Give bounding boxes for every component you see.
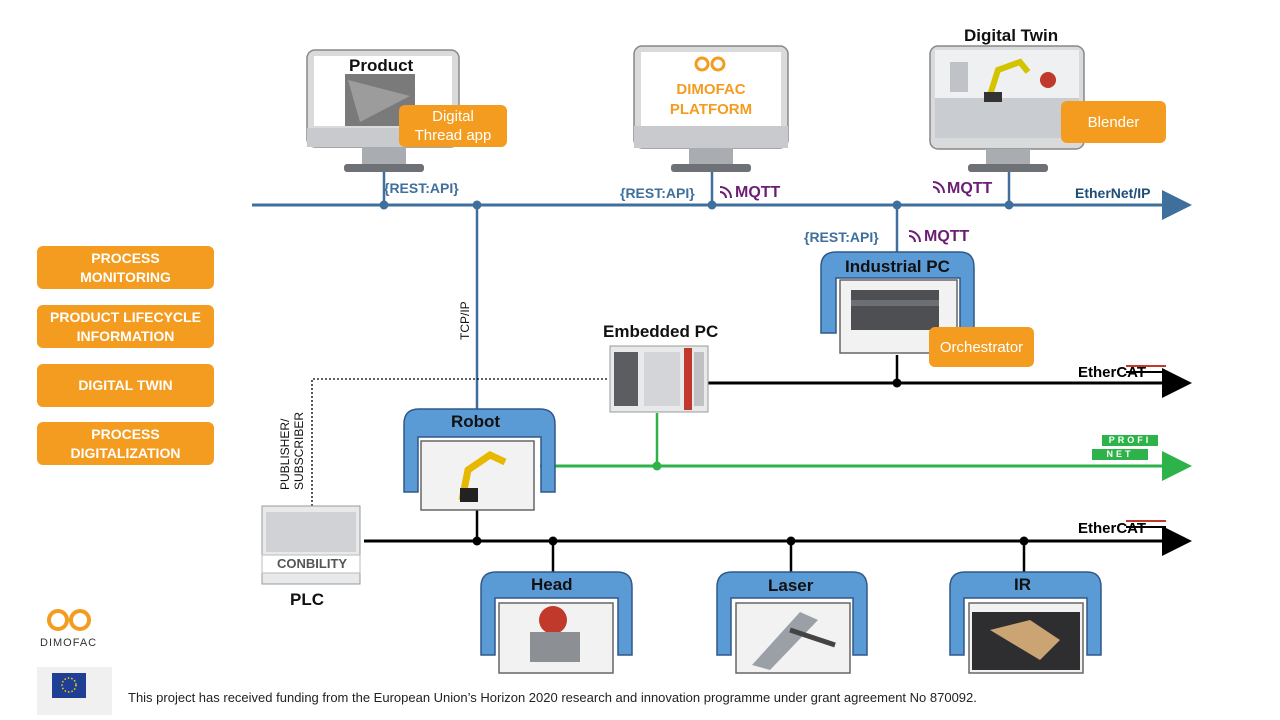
bus-node	[379, 200, 389, 210]
conbility-brand: CONBILITY	[277, 556, 348, 571]
rest-api-label: {REST:API}	[384, 180, 459, 196]
profinet-logo: PROFI NET	[1092, 435, 1158, 460]
product-title: Product	[349, 56, 414, 75]
digital-thread-app-tag[interactable]: Digital Thread app	[399, 105, 507, 147]
profinet-top: PROFI	[1102, 435, 1158, 446]
pubsub-line-1: PUBLISHER/	[278, 418, 292, 490]
process-digitalization-button[interactable]: PROCESS DIGITALIZATION	[37, 422, 214, 465]
tcp-ip-label: TCP/IP	[458, 301, 472, 340]
platform-line-2: PLATFORM	[669, 101, 753, 118]
bus-node	[1004, 200, 1014, 210]
blender-tag[interactable]: Blender	[1061, 101, 1166, 143]
plc-title: PLC	[290, 590, 324, 609]
eu-flag-icon	[37, 667, 112, 715]
mqtt-icon	[719, 186, 732, 199]
industrial-pc-title: Industrial PC	[845, 257, 950, 276]
embedded-pc-title: Embedded PC	[603, 322, 719, 341]
plc-device	[261, 505, 361, 585]
dimofac-platform-logo-icon	[694, 56, 726, 72]
bus-node	[892, 200, 902, 210]
bus-node	[652, 461, 662, 471]
publisher-subscriber-label: PUBLISHER/ SUBSCRIBER	[278, 412, 306, 490]
bus-node	[472, 536, 482, 546]
platform-line-1: DIMOFAC	[676, 81, 746, 98]
process-monitoring-button[interactable]: PROCESS MONITORING	[37, 246, 214, 289]
bus-node	[1019, 536, 1029, 546]
mqtt-label: MQTT	[735, 184, 781, 201]
product-lifecycle-information-button[interactable]: PRODUCT LIFECYCLE INFORMATION	[37, 305, 214, 348]
platform-monitor	[633, 45, 789, 172]
profinet-bottom: NET	[1092, 449, 1148, 460]
mqtt-label: MQTT	[924, 228, 970, 245]
bus-node	[892, 378, 902, 388]
digital-twin-title: Digital Twin	[964, 26, 1059, 45]
dimofac-platform-label: DIMOFAC PLATFORM	[641, 80, 781, 120]
mqtt-label: MQTT	[947, 180, 993, 197]
rest-api-label: {REST:API}	[804, 229, 879, 245]
bus-node	[707, 200, 717, 210]
digital-twin-monitor	[929, 45, 1085, 172]
dimofac-logo-icon	[47, 609, 91, 631]
mqtt-icon	[908, 230, 921, 243]
rest-api-label: {REST:API}	[620, 185, 695, 201]
ethercat-label-lower: EtherCAT	[1078, 520, 1147, 537]
robot-title: Robot	[451, 412, 501, 431]
bus-node	[548, 536, 558, 546]
ir-title: IR	[1014, 575, 1031, 594]
head-case	[480, 571, 633, 674]
embedded-pc-device	[609, 345, 709, 413]
ethernet-ip-logo: EtherNet/IP	[1075, 185, 1151, 201]
mqtt-icon	[932, 181, 945, 194]
pubsub-line-2: SUBSCRIBER	[292, 411, 306, 490]
head-title: Head	[531, 575, 573, 594]
ethercat-logo-icon-lower	[1126, 520, 1166, 528]
ir-case	[949, 571, 1102, 674]
laser-case	[716, 571, 868, 674]
ethercat-label-upper: EtherCAT	[1078, 364, 1147, 381]
dimofac-logo-text: DIMOFAC	[40, 637, 98, 649]
ethercat-logo-icon-upper	[1126, 365, 1166, 373]
bus-node	[472, 200, 482, 210]
robot-case	[403, 408, 556, 511]
laser-title: Laser	[768, 576, 814, 595]
funding-disclaimer: This project has received funding from t…	[128, 690, 977, 705]
publisher-subscriber-link	[311, 378, 608, 506]
bus-node	[786, 536, 796, 546]
orchestrator-tag[interactable]: Orchestrator	[929, 327, 1034, 367]
digital-twin-button[interactable]: DIGITAL TWIN	[37, 364, 214, 407]
